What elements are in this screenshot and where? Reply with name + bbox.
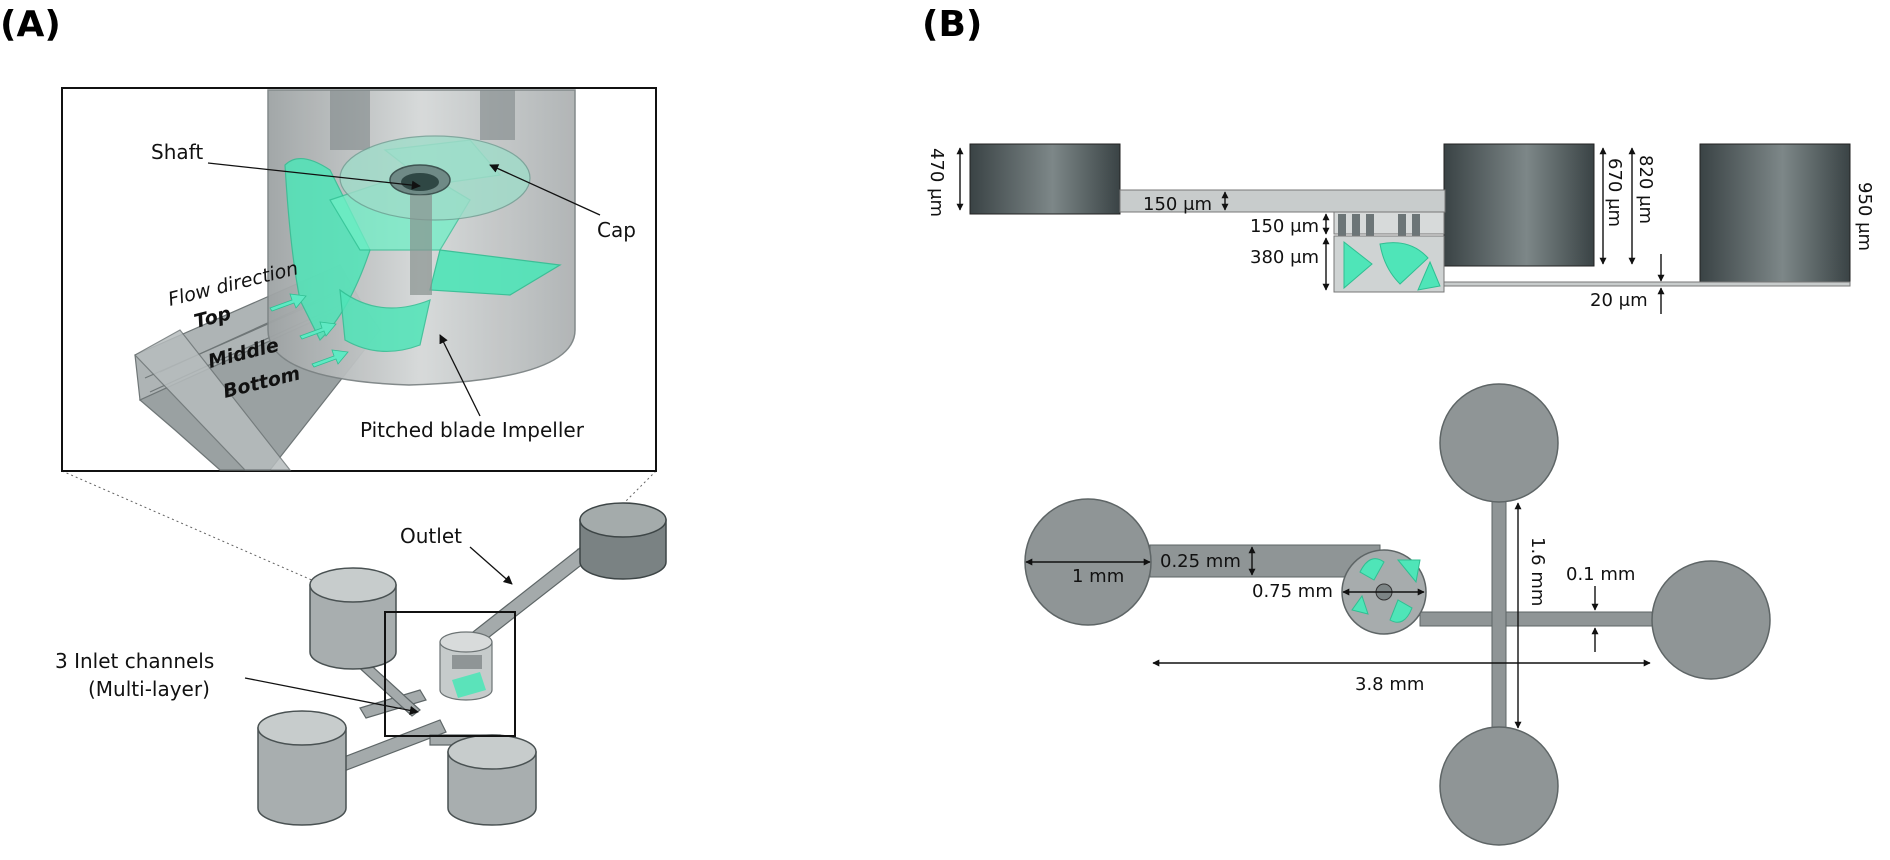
top-impeller xyxy=(1351,558,1421,623)
dim-470-label: 470 μm xyxy=(926,148,947,217)
dim-38-label: 3.8 mm xyxy=(1355,674,1424,695)
outlet-leader xyxy=(469,546,513,585)
top-reservoir-right xyxy=(1651,560,1771,680)
top-reservoir-bottom xyxy=(1439,726,1559,846)
top-outlet-channel xyxy=(1419,611,1653,627)
device-overview-3d: Outlet 3 Inlet channels (Multi-layer) xyxy=(55,502,667,826)
shaft-post xyxy=(410,195,432,295)
top-view: 1 mm 0.25 mm 0.75 mm 1.6 mm 0.1 mm 3.8 m… xyxy=(1024,383,1771,846)
panel-label-b: (B) xyxy=(922,4,982,45)
impeller-inset: Shaft Cap Flow direction Top Middle Bott… xyxy=(61,87,657,472)
dim-20-label: 20 μm xyxy=(1590,290,1648,311)
side-impeller-blades xyxy=(1343,240,1441,291)
side-inlet-channel xyxy=(1119,189,1446,213)
top-vertical-channel xyxy=(1491,464,1507,766)
side-chamber xyxy=(1333,211,1445,235)
impeller-leader xyxy=(439,334,481,417)
cap-leader xyxy=(489,164,601,216)
dim-01-label: 0.1 mm xyxy=(1566,564,1635,585)
side-view: 470 μm 150 μm 150 μm 380 μm 670 μm 820 μ… xyxy=(926,143,1875,314)
top-reservoir-top xyxy=(1439,383,1559,503)
side-reservoir-left xyxy=(969,143,1121,215)
inlet-label-line2: (Multi-layer) xyxy=(88,677,210,701)
shaft-leader xyxy=(207,162,421,190)
side-reservoir-right xyxy=(1699,143,1851,286)
reservoir-bottom-left xyxy=(257,710,347,826)
top-inlet-channel xyxy=(1149,544,1381,578)
dim-1mm-label: 1 mm xyxy=(1072,566,1124,587)
shaft-label: Shaft xyxy=(151,140,203,164)
reservoir-top-left xyxy=(309,567,397,670)
dim-380-label: 380 μm xyxy=(1250,247,1319,268)
outlet-label: Outlet xyxy=(400,524,462,548)
reservoir-bottom-center xyxy=(447,734,537,826)
dim-150-channel-label: 150 μm xyxy=(1143,194,1212,215)
dim-16-label: 1.6 mm xyxy=(1527,537,1548,606)
dim-670-label: 670 μm xyxy=(1604,158,1625,227)
reservoir-top-right xyxy=(579,502,667,580)
inlet-label-line1: 3 Inlet channels xyxy=(55,649,214,673)
cap-disk xyxy=(339,135,531,221)
impeller-label: Pitched blade Impeller xyxy=(360,418,585,442)
dim-950-label: 950 μm xyxy=(1854,182,1875,251)
impeller-blades xyxy=(284,139,562,353)
panel-label-a: (A) xyxy=(0,4,61,45)
dim-150-gap-label: 150 μm xyxy=(1250,216,1319,237)
side-shaft-structure xyxy=(1338,214,1420,236)
dim-075-label: 0.75 mm xyxy=(1252,581,1333,602)
zoom-box xyxy=(384,611,516,737)
dim-820-label: 820 μm xyxy=(1635,155,1656,224)
inlet-leader xyxy=(244,677,419,715)
side-outlet-channel xyxy=(1443,281,1851,287)
side-reservoir-middle xyxy=(1443,143,1595,267)
dim-025-label: 0.25 mm xyxy=(1160,551,1241,572)
flow-arrows xyxy=(269,293,349,368)
cap-label: Cap xyxy=(597,218,636,242)
mixing-chamber-small xyxy=(439,631,493,701)
